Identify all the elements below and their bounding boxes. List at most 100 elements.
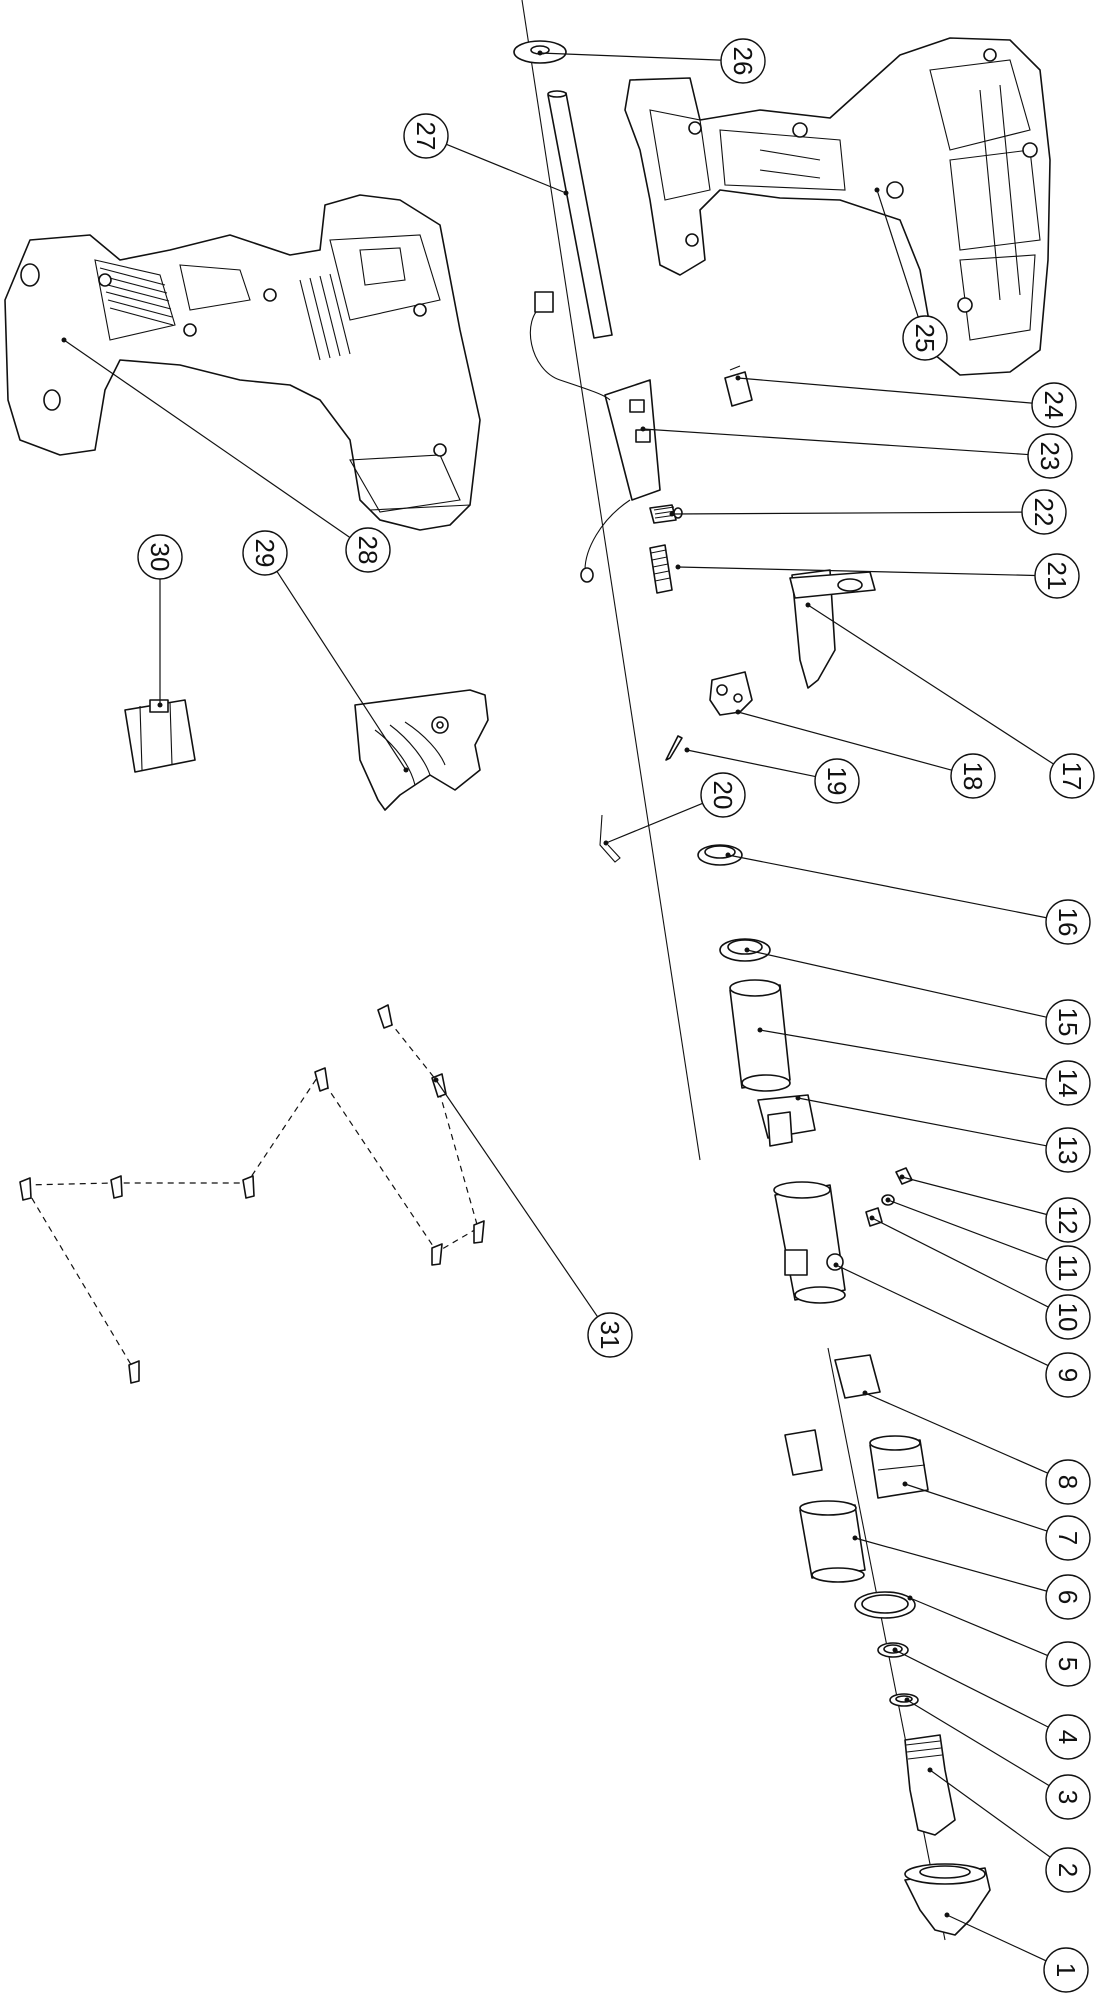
callout-number-30: 30 (145, 543, 175, 572)
callout-target-dot-31 (433, 1077, 439, 1083)
callout-11: 11 (885, 1197, 1091, 1291)
callout-circle-20 (700, 772, 746, 818)
callout-number-15: 15 (1053, 1008, 1083, 1037)
callout-number-8: 8 (1053, 1475, 1083, 1489)
part-1-collar (904, 1863, 991, 1936)
callout-circle-19 (814, 758, 860, 804)
callout-28: 28 (61, 337, 391, 573)
callout-leader-31 (435, 1079, 599, 1318)
callout-25: 25 (874, 187, 948, 361)
callout-target-dot-26 (537, 50, 543, 56)
part-14-sleeve (729, 979, 791, 1092)
part-18-actuator (709, 671, 753, 716)
callout-1: 1 (944, 1912, 1089, 1993)
callout-leader-26 (539, 52, 722, 61)
callout-circle-5 (1045, 1641, 1091, 1687)
callout-14: 14 (757, 1027, 1091, 1106)
callout-3: 3 (904, 1697, 1091, 1820)
callout-target-dot-19 (684, 747, 690, 753)
callout-15: 15 (744, 947, 1091, 1045)
callout-circle-14 (1045, 1060, 1091, 1106)
callout-leader-27 (446, 143, 567, 194)
part-plate-loose (784, 1429, 823, 1476)
part-27-rod (547, 90, 613, 339)
callout-target-dot-22 (669, 511, 675, 517)
callout-7: 7 (902, 1481, 1091, 1561)
callout-target-dot-2 (927, 1767, 933, 1773)
callout-circle-17 (1049, 753, 1095, 799)
callout-31: 31 (433, 1077, 633, 1358)
callout-number-19: 19 (822, 767, 852, 796)
part-19-pin (665, 735, 683, 761)
callout-number-1: 1 (1051, 1963, 1081, 1977)
part-31-screws (19, 1004, 485, 1384)
callout-leader-11 (887, 1199, 1048, 1261)
callout-number-29: 29 (250, 539, 280, 568)
part-24-switch-block (724, 365, 753, 407)
part-28-housing-left (4, 194, 481, 531)
callout-18: 18 (735, 709, 996, 799)
part-17-bracket (789, 569, 876, 689)
callout-circle-15 (1045, 999, 1091, 1045)
part-13-clip (757, 1094, 816, 1147)
part-2-threaded-cone (904, 1734, 956, 1836)
callout-target-dot-28 (61, 337, 67, 343)
callout-target-dot-7 (902, 1481, 908, 1487)
callout-circle-4 (1045, 1714, 1091, 1760)
callout-leader-17 (807, 604, 1054, 765)
callout-24: 24 (735, 375, 1077, 428)
callout-26: 26 (537, 38, 766, 84)
callout-target-dot-30 (157, 702, 163, 708)
callout-number-21: 21 (1042, 562, 1072, 591)
callout-target-dot-5 (907, 1595, 913, 1601)
callout-target-dot-24 (735, 375, 741, 381)
callout-number-20: 20 (708, 781, 738, 810)
part-23-switch-plate (529, 291, 661, 583)
callout-leader-6 (854, 1537, 1047, 1592)
callout-target-dot-25 (874, 187, 880, 193)
callout-circle-21 (1034, 553, 1080, 599)
callout-circle-1 (1043, 1947, 1089, 1993)
callout-circle-23 (1027, 433, 1073, 479)
callout-target-dot-8 (862, 1390, 868, 1396)
callout-leader-5 (909, 1597, 1048, 1657)
callout-leader-28 (63, 339, 351, 538)
callout-leader-21 (677, 566, 1036, 577)
callout-6: 6 (852, 1535, 1091, 1620)
callout-circle-22 (1021, 489, 1067, 535)
part-5-ring (854, 1591, 916, 1619)
callout-target-dot-4 (892, 1647, 898, 1653)
callout-target-dot-18 (735, 709, 741, 715)
callout-number-6: 6 (1053, 1590, 1083, 1604)
callout-number-31: 31 (595, 1321, 625, 1350)
callout-number-14: 14 (1053, 1069, 1083, 1098)
callout-8: 8 (862, 1390, 1091, 1505)
callout-leader-14 (759, 1029, 1047, 1080)
callout-number-2: 2 (1053, 1863, 1083, 1877)
callout-target-dot-3 (904, 1697, 910, 1703)
callout-5: 5 (907, 1595, 1091, 1687)
callout-leader-1 (946, 1914, 1047, 1962)
callout-leader-4 (894, 1649, 1049, 1728)
callout-leader-15 (746, 949, 1047, 1018)
callout-target-dot-6 (852, 1535, 858, 1541)
callout-target-dot-11 (885, 1197, 891, 1203)
callout-target-dot-13 (795, 1095, 801, 1101)
callout-leader-16 (727, 854, 1047, 919)
callout-2: 2 (927, 1767, 1091, 1893)
callout-leader-23 (642, 428, 1029, 456)
part-16-ring (697, 844, 743, 866)
part-22-spring (649, 504, 683, 524)
part-20-wire-clip (599, 814, 621, 863)
callout-leader-7 (904, 1483, 1048, 1532)
callout-leader-18 (737, 711, 952, 771)
callout-20: 20 (603, 772, 746, 846)
callout-circle-13 (1045, 1127, 1091, 1173)
callout-21: 21 (675, 553, 1080, 599)
callout-circle-6 (1045, 1574, 1091, 1620)
callout-target-dot-15 (744, 947, 750, 953)
callout-circle-9 (1045, 1352, 1091, 1398)
part-21-spring (649, 544, 673, 594)
callout-circle-25 (902, 315, 948, 361)
